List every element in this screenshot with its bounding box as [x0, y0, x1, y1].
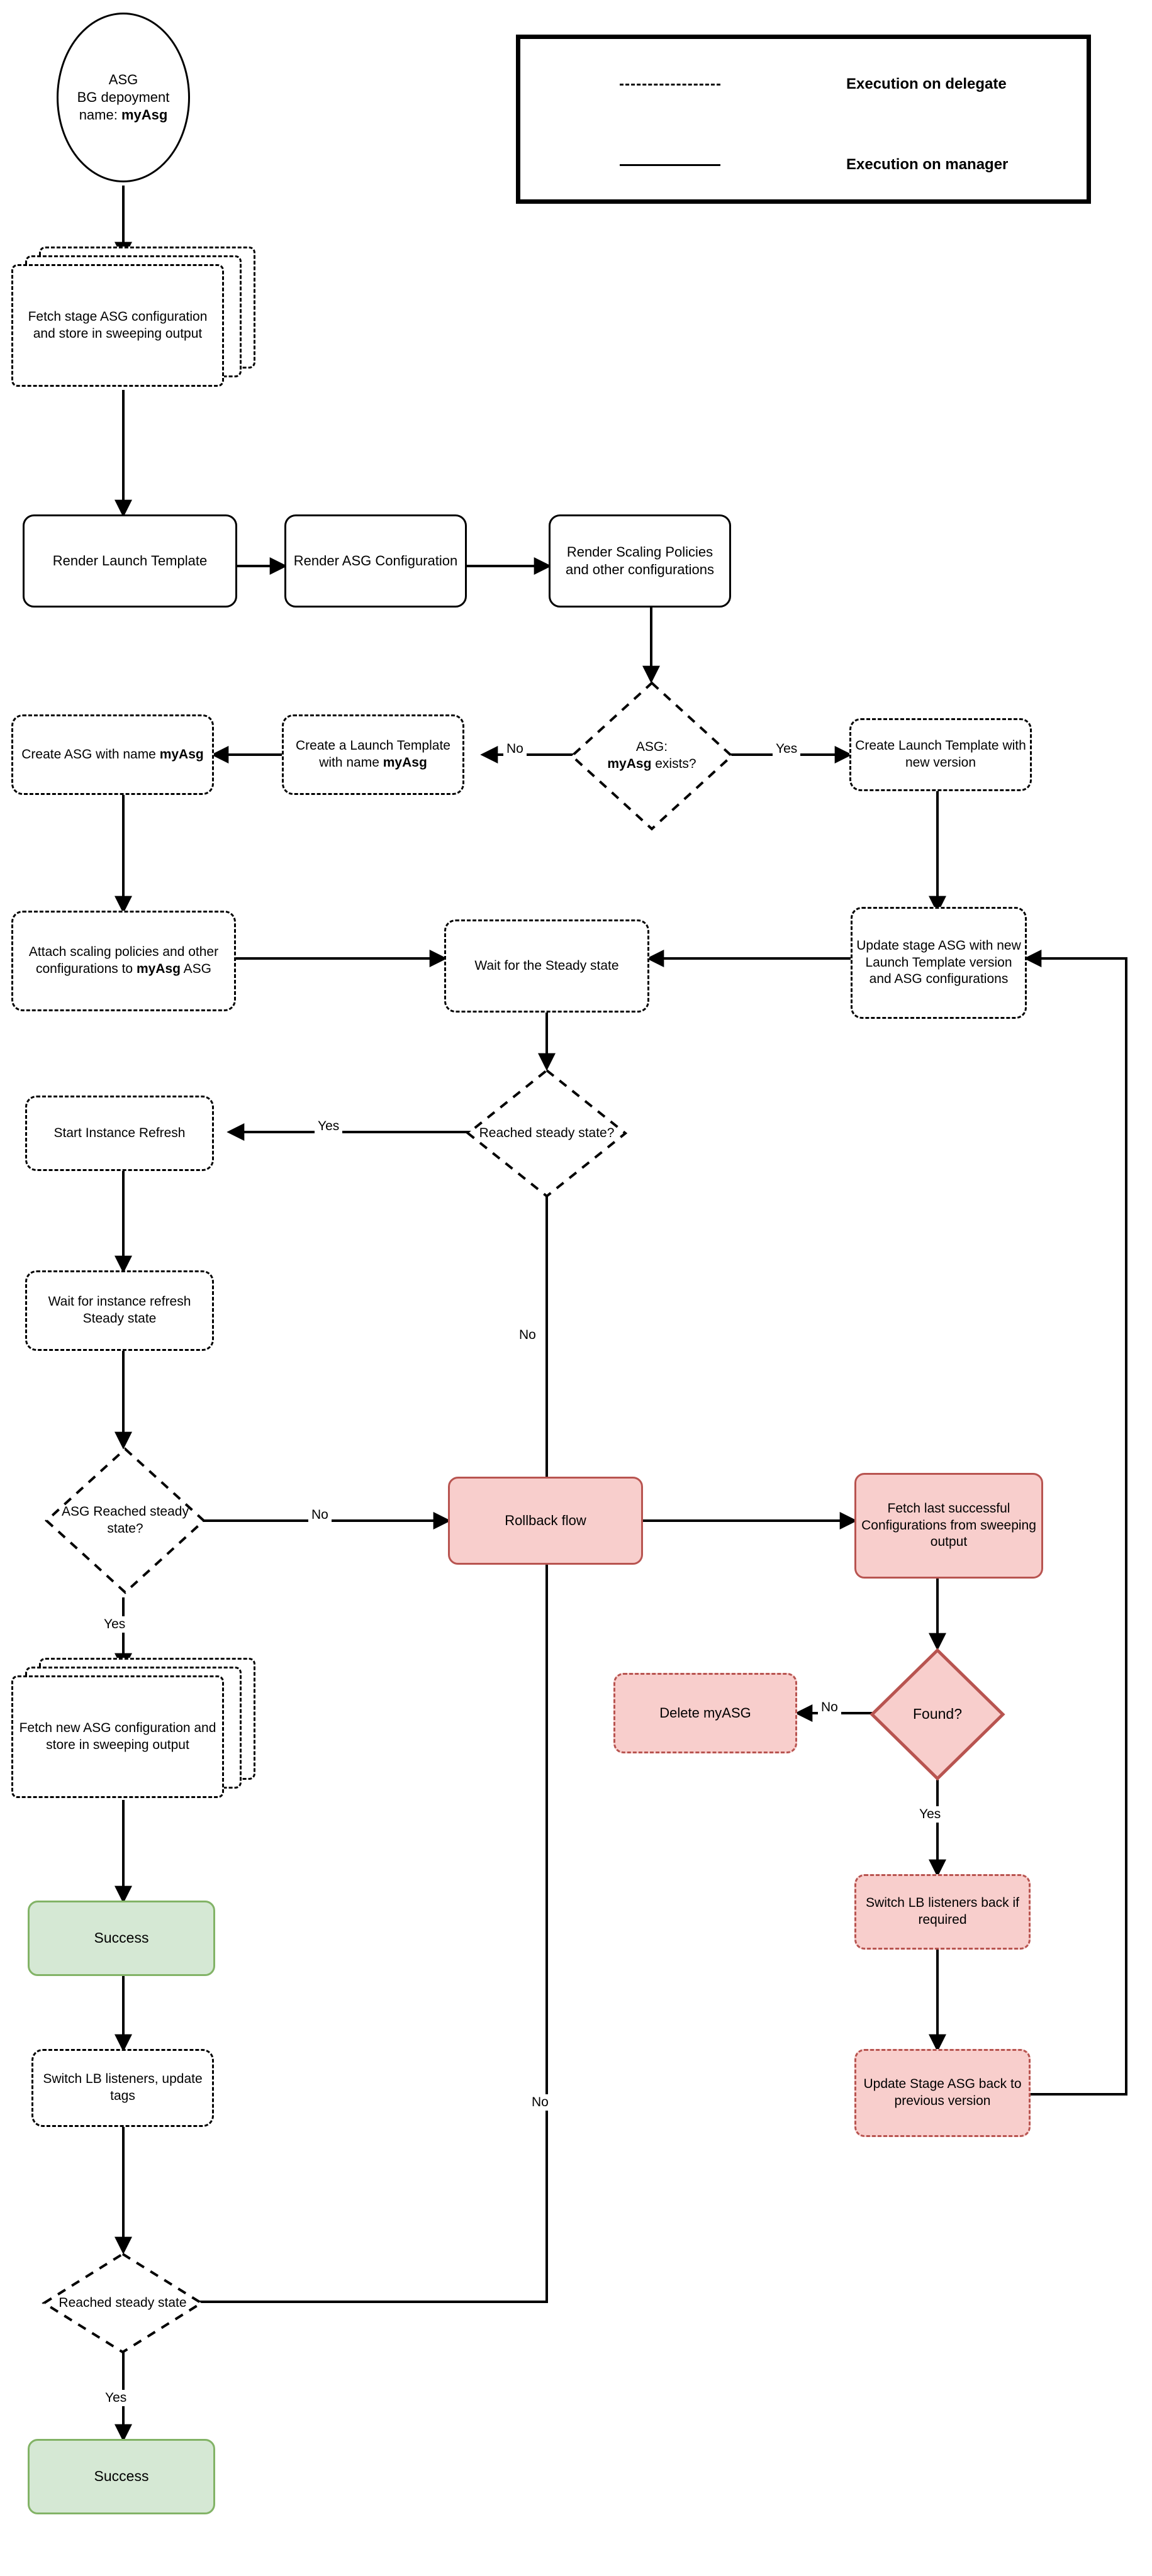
delete-myasg-label: Delete myASG [659, 1704, 751, 1721]
bottom-steady-label: Reached steady state [59, 2295, 187, 2310]
wait-instance-refresh-label: Wait for instance refresh Steady state [48, 1294, 191, 1326]
render-asg-configuration-label: Render ASG Configuration [293, 552, 458, 569]
asg-exists-line1: ASG: [635, 740, 668, 755]
edge-label-found-yes: Yes [916, 1806, 944, 1823]
legend-row-delegate: Execution on delegate [620, 75, 1007, 93]
node-found-shape[interactable] [870, 1648, 1005, 1781]
create-asg-named-bold: myAsg [159, 747, 204, 762]
reached-steady-label: Reached steady state? [479, 1125, 615, 1140]
create-asg-named-pre: Create ASG with name [21, 747, 160, 762]
fetch-last-successful-label: Fetch last successful Configurations fro… [861, 1501, 1036, 1550]
success-bottom-label: Success [94, 2468, 149, 2485]
create-lt-named-bold: myAsg [383, 755, 427, 770]
node-create-asg-named[interactable]: Create ASG with name myAsg [11, 714, 214, 795]
node-render-launch-template[interactable]: Render Launch Template [23, 514, 237, 608]
node-render-asg-configuration[interactable]: Render ASG Configuration [284, 514, 467, 608]
edge-label-asg-exists-no: No [503, 741, 527, 757]
found-label: Found? [912, 1706, 962, 1723]
start-line3-bold: myAsg [121, 107, 168, 123]
node-rollback-flow[interactable]: Rollback flow [448, 1477, 643, 1565]
node-fetch-new-asg-stack: Fetch new ASG configuration and store in… [11, 1658, 255, 1806]
edge-label-reached-steady-no: No [516, 1327, 539, 1343]
dashed-line-icon [620, 83, 720, 86]
start-line2: BG depoyment [77, 89, 170, 105]
render-launch-template-label: Render Launch Template [52, 552, 208, 569]
fetch-stage-asg-label: Fetch stage ASG configuration and store … [28, 309, 208, 341]
update-stage-asg-previous-label: Update Stage ASG back to previous versio… [863, 2077, 1022, 2108]
asg-exists-bold: myAsg [607, 757, 652, 771]
node-found-decision[interactable]: Found? [870, 1648, 1005, 1781]
node-success-bottom[interactable]: Success [28, 2439, 215, 2514]
edge-label-reached-steady-yes: Yes [315, 1118, 343, 1135]
asg-exists-rest: exists? [651, 757, 696, 771]
legend-row-manager: Execution on manager [620, 156, 1008, 174]
node-wait-instance-refresh[interactable]: Wait for instance refresh Steady state [25, 1270, 214, 1351]
node-asg-reached-shape[interactable] [44, 1446, 206, 1595]
start-instance-refresh-label: Start Instance Refresh [53, 1125, 186, 1140]
edge-label-found-no: No [818, 1699, 841, 1716]
node-switch-lb-listeners-update-tags[interactable]: Switch LB listeners, update tags [31, 2049, 214, 2127]
fetch-new-asg-label: Fetch new ASG configuration and store in… [19, 1720, 216, 1752]
node-wait-for-steady-state[interactable]: Wait for the Steady state [444, 919, 649, 1013]
node-update-stage-asg[interactable]: Update stage ASG with new Launch Templat… [851, 907, 1027, 1019]
edge-bottomsteady-no-to-rollback [175, 1539, 556, 2303]
edge-label-asg-reached-no: No [308, 1507, 332, 1523]
node-fetch-stage-asg[interactable]: Fetch stage ASG configuration and store … [11, 264, 224, 387]
asg-reached-label: ASG Reached steady state? [62, 1504, 189, 1536]
attach-bold: myAsg [136, 962, 181, 976]
node-fetch-new-asg[interactable]: Fetch new ASG configuration and store in… [11, 1675, 224, 1798]
attach-post: ASG [180, 962, 211, 976]
edge-label-bottom-steady-no: No [528, 2094, 552, 2111]
node-fetch-stage-asg-stack: Fetch stage ASG configuration and store … [11, 247, 255, 394]
legend-manager-label: Execution on manager [846, 156, 1009, 173]
edge-label-asg-exists-yes: Yes [773, 741, 801, 757]
render-scaling-policies-label: Render Scaling Policies and other config… [565, 543, 715, 577]
node-create-launch-template-new-version[interactable]: Create Launch Template with new version [849, 718, 1032, 791]
switch-lb-back-label: Switch LB listeners back if required [866, 1896, 1019, 1927]
node-start-instance-refresh[interactable]: Start Instance Refresh [25, 1096, 214, 1171]
node-reached-steady-state-decision[interactable]: Reached steady state? [466, 1068, 628, 1199]
node-render-scaling-policies[interactable]: Render Scaling Policies and other config… [549, 514, 731, 608]
node-start[interactable]: ASG BG depoyment name: myAsg [57, 13, 190, 182]
legend-box [516, 35, 1091, 204]
solid-line-icon [620, 164, 720, 166]
success-top-label: Success [94, 1929, 149, 1946]
node-success-top[interactable]: Success [28, 1901, 215, 1976]
node-create-launch-template-named[interactable]: Create a Launch Template with name myAsg [282, 714, 464, 795]
create-lt-new-version-label: Create Launch Template with new version [855, 738, 1026, 770]
update-stage-asg-label: Update stage ASG with new Launch Templat… [856, 938, 1021, 987]
edge-label-asg-reached-yes: Yes [101, 1616, 129, 1633]
node-reached-steady-shape[interactable] [466, 1068, 628, 1199]
start-line1: ASG [108, 71, 138, 87]
wait-steady-label: Wait for the Steady state [474, 958, 619, 973]
legend-delegate-label: Execution on delegate [846, 75, 1007, 92]
node-delete-myasg[interactable]: Delete myASG [613, 1673, 797, 1753]
node-asg-reached-steady-state-decision[interactable]: ASG Reached steady state? [44, 1446, 206, 1595]
edge-updateprev-to-updatestage [1022, 950, 1127, 2096]
node-switch-lb-listeners-back[interactable]: Switch LB listeners back if required [854, 1874, 1031, 1950]
node-asg-exists-shape[interactable] [569, 680, 734, 831]
node-update-stage-asg-previous[interactable]: Update Stage ASG back to previous versio… [854, 2049, 1031, 2137]
attach-pre: Attach scaling policies and other config… [28, 945, 219, 976]
edge-label-bottom-steady-yes: Yes [102, 2390, 130, 2406]
node-attach-scaling-policies[interactable]: Attach scaling policies and other config… [11, 911, 236, 1011]
node-bottom-steady-shape[interactable] [42, 2251, 204, 2355]
node-reached-steady-state-bottom[interactable]: Reached steady state [42, 2251, 204, 2355]
node-fetch-last-successful[interactable]: Fetch last successful Configurations fro… [854, 1473, 1043, 1579]
start-line3-prefix: name: [79, 107, 121, 123]
create-lt-named-pre: Create a Launch Template with name [296, 738, 450, 770]
node-asg-exists-decision[interactable]: ASG: myAsg exists? [569, 680, 734, 831]
rollback-flow-label: Rollback flow [505, 1512, 586, 1528]
switch-lb-update-tags-label: Switch LB listeners, update tags [43, 2072, 203, 2103]
